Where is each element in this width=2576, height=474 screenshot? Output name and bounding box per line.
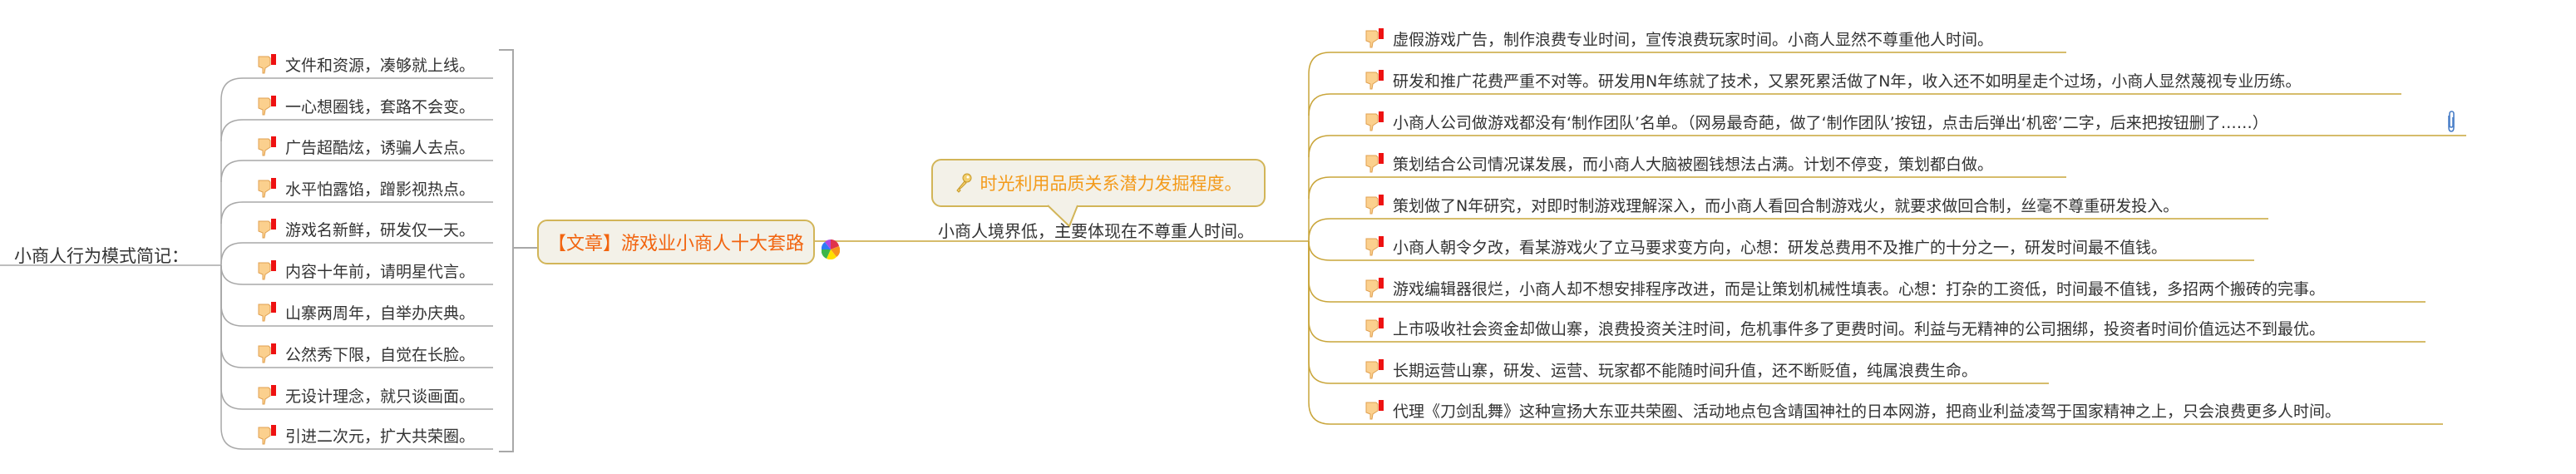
item-text: 山寨两周年，自举办庆典。 (285, 304, 476, 323)
right-item[interactable]: 小商人公司做游戏都没有‘制作团队’名单。（网易最奇葩，做了‘制作团队’按钮，点击… (1364, 109, 2268, 134)
thumbs-down-flag-icon (1365, 236, 1384, 256)
item-text: 广告超酷炫，诱骗人去点。 (285, 138, 476, 157)
thumbs-down-flag-icon (258, 343, 276, 363)
central-topic[interactable]: 【文章】游戏业小商人十大套路 (537, 220, 815, 264)
thumbs-down-flag-icon (1365, 318, 1384, 338)
item-text: 一心想圈钱，套路不会变。 (285, 97, 476, 116)
thumbs-down-flag-icon (258, 54, 276, 74)
item-text: 小商人朝令夕改，看某游戏火了立马要求变方向，心想：研发总费用不及推广的十分之一，… (1393, 238, 2168, 257)
item-text: 水平怕露馅，蹭影视热点。 (285, 180, 476, 199)
item-text: 代理《刀剑乱舞》这种宣扬大东亚共荣圈、活动地点包含靖国神社的日本网游，把商业利益… (1393, 402, 2342, 421)
central-topic-label: 【文章】游戏业小商人十大套路 (547, 234, 804, 254)
thumbs-down-flag-icon (258, 260, 276, 280)
pinwheel-icon[interactable] (822, 239, 840, 259)
main-branch-topic[interactable]: 小商人境界低，主要体现在不尊重人时间。 (938, 221, 1254, 241)
callout-text: 时光利用品质关系潜力发掘程度。 (980, 174, 1242, 194)
item-text: 引进二次元，扩大共荣圈。 (285, 427, 476, 446)
right-item[interactable]: 游戏编辑器很烂，小商人却不想安排程序改进，而是让策划机械性填表。心想：打杂的工资… (1364, 275, 2325, 300)
root-topic[interactable]: 小商人行为模式简记： (14, 246, 189, 266)
item-text: 无设计理念，就只谈画面。 (285, 387, 476, 406)
item-text: 长期运营山寨，研发、运营、玩家都不能随时间升值，还不断贬值，纯属浪费生命。 (1393, 361, 1978, 380)
item-text: 小商人公司做游戏都没有‘制作团队’名单。（网易最奇葩，做了‘制作团队’按钮，点击… (1393, 113, 2268, 132)
right-item[interactable]: 策划结合公司情况谋发展，而小商人大脑被圈钱想法占满。计划不停变，策划都白做。 (1364, 151, 1993, 175)
left-item[interactable]: 文件和资源，凑够就上线。 (257, 52, 475, 77)
left-item[interactable]: 引进二次元，扩大共荣圈。 (257, 422, 475, 447)
thumbs-down-flag-icon (258, 219, 276, 239)
thumbs-down-flag-icon (1365, 400, 1384, 420)
thumbs-down-flag-icon (1365, 278, 1384, 298)
thumbs-down-flag-icon (1365, 153, 1384, 173)
item-text: 研发和推广花费严重不对等。研发用N年练就了技术，又累死累活做了N年，收入还不如明… (1393, 72, 2302, 91)
right-item[interactable]: 策划做了N年研究，对即时制游戏理解深入，而小商人看回合制游戏火，就要求做回合制，… (1364, 192, 2179, 217)
item-text: 游戏名新鲜，研发仅一天。 (285, 220, 476, 239)
thumbs-down-flag-icon (258, 96, 276, 116)
thumbs-down-flag-icon (1365, 195, 1384, 215)
key-icon (955, 173, 971, 193)
thumbs-down-flag-icon (258, 136, 276, 156)
right-item[interactable]: 研发和推广花费严重不对等。研发用N年练就了技术，又累死累活做了N年，收入还不如明… (1364, 67, 2301, 92)
right-item[interactable]: 长期运营山寨，研发、运营、玩家都不能随时间升值，还不断贬值，纯属浪费生命。 (1364, 357, 1977, 382)
callout-note[interactable]: 时光利用品质关系潜力发掘程度。 (931, 159, 1266, 207)
thumbs-down-flag-icon (258, 425, 276, 445)
right-item[interactable]: 虚假游戏广告，制作浪费专业时间，宣传浪费玩家时间。小商人显然不尊重他人时间。 (1364, 26, 1993, 51)
thumbs-down-flag-icon (258, 302, 276, 322)
thumbs-down-flag-icon (1365, 70, 1384, 90)
left-item[interactable]: 山寨两周年，自举办庆典。 (257, 299, 475, 324)
item-text: 虚假游戏广告，制作浪费专业时间，宣传浪费玩家时间。小商人显然不尊重他人时间。 (1393, 30, 1994, 49)
left-item[interactable]: 内容十年前，请明星代言。 (257, 258, 475, 283)
item-text: 公然秀下限，自觉在长脸。 (285, 345, 476, 364)
paperclip-icon[interactable] (2445, 111, 2458, 134)
item-text: 策划结合公司情况谋发展，而小商人大脑被圈钱想法占满。计划不停变，策划都白做。 (1393, 155, 1994, 174)
item-text: 策划做了N年研究，对即时制游戏理解深入，而小商人看回合制游戏火，就要求做回合制，… (1393, 196, 2179, 215)
left-item[interactable]: 公然秀下限，自觉在长脸。 (257, 341, 475, 366)
thumbs-down-flag-icon (258, 385, 276, 405)
item-text: 游戏编辑器很烂，小商人却不想安排程序改进，而是让策划机械性填表。心想：打杂的工资… (1393, 279, 2326, 299)
item-text: 上市吸收社会资金却做山寨，浪费投资关注时间，危机事件多了更费时间。利益与无精神的… (1393, 319, 2326, 338)
right-item[interactable]: 小商人朝令夕改，看某游戏火了立马要求变方向，心想：研发总费用不及推广的十分之一，… (1364, 234, 2167, 259)
right-item[interactable]: 代理《刀剑乱舞》这种宣扬大东亚共荣圈、活动地点包含靖国神社的日本网游，把商业利益… (1364, 397, 2341, 422)
thumbs-down-flag-icon (258, 178, 276, 198)
right-item[interactable]: 上市吸收社会资金却做山寨，浪费投资关注时间，危机事件多了更费时间。利益与无精神的… (1364, 315, 2325, 340)
left-item[interactable]: 无设计理念，就只谈画面。 (257, 383, 475, 407)
thumbs-down-flag-icon (1365, 359, 1384, 379)
left-item[interactable]: 广告超酷炫，诱骗人去点。 (257, 134, 475, 159)
item-text: 文件和资源，凑够就上线。 (285, 56, 476, 75)
item-text: 内容十年前，请明星代言。 (285, 262, 476, 281)
callout-tail (1048, 205, 1078, 228)
thumbs-down-flag-icon (1365, 111, 1384, 131)
left-item[interactable]: 游戏名新鲜，研发仅一天。 (257, 216, 475, 241)
left-item[interactable]: 一心想圈钱，套路不会变。 (257, 93, 475, 118)
thumbs-down-flag-icon (1365, 28, 1384, 48)
left-item[interactable]: 水平怕露馅，蹭影视热点。 (257, 175, 475, 200)
